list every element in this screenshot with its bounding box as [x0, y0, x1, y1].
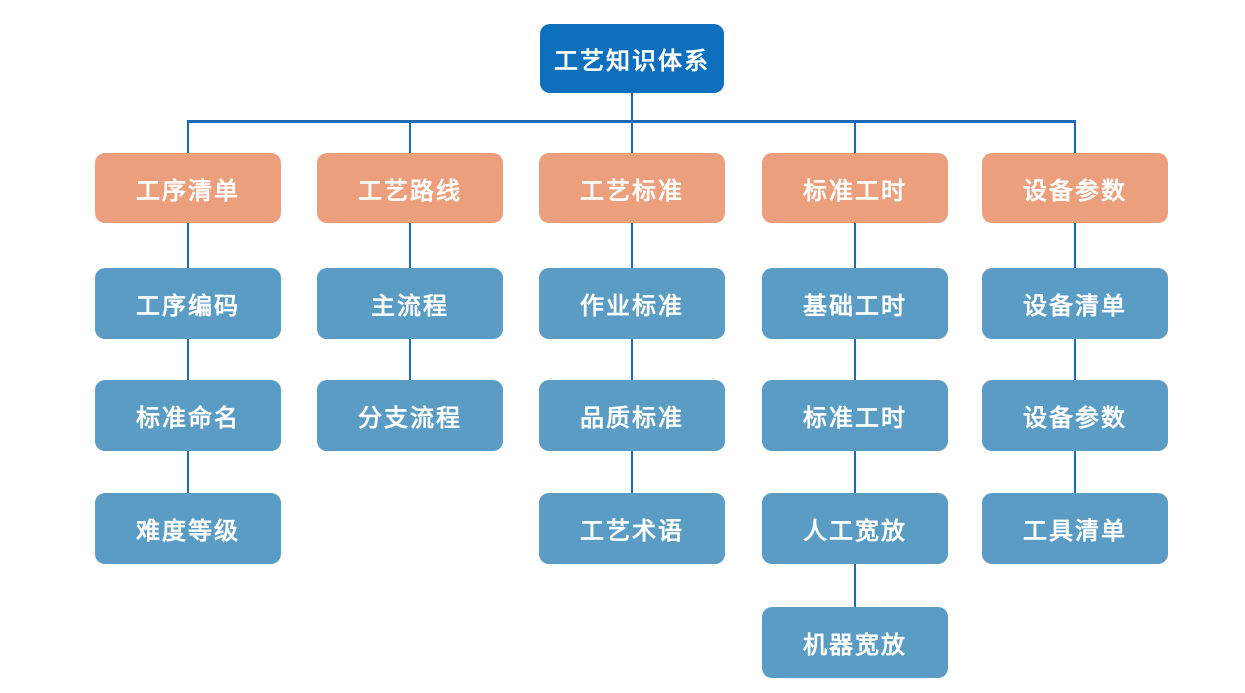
- connector-drop-col5: [1073, 120, 1077, 153]
- node-tool-list: 工具清单: [982, 493, 1168, 564]
- branch-header-equipment-params: 设备参数: [982, 153, 1168, 223]
- connector-line: [853, 339, 857, 380]
- connector-line: [630, 451, 634, 493]
- connector-line: [853, 451, 857, 493]
- node-process-code: 工序编码: [95, 268, 281, 339]
- connector-line: [1073, 451, 1077, 493]
- connector-line: [630, 223, 634, 268]
- connector-line: [853, 223, 857, 268]
- connector-line: [630, 339, 634, 380]
- node-manual-allowance: 人工宽放: [762, 493, 948, 564]
- node-standard-hours: 标准工时: [762, 380, 948, 451]
- connector-root-stem: [630, 93, 634, 153]
- node-standard-naming: 标准命名: [95, 380, 281, 451]
- connector-bus: [188, 120, 1076, 123]
- connector-line: [1073, 339, 1077, 380]
- node-branch-flow: 分支流程: [317, 380, 503, 451]
- node-equipment-list: 设备清单: [982, 268, 1168, 339]
- connector-drop-col4: [853, 120, 857, 153]
- connector-line: [186, 223, 190, 268]
- node-process-terminology: 工艺术语: [539, 493, 725, 564]
- branch-header-process-standard: 工艺标准: [539, 153, 725, 223]
- node-equipment-params: 设备参数: [982, 380, 1168, 451]
- root-node: 工艺知识体系: [540, 24, 724, 93]
- node-main-flow: 主流程: [317, 268, 503, 339]
- node-machine-allowance: 机器宽放: [762, 607, 948, 678]
- connector-line: [408, 339, 412, 380]
- connector-drop-col2: [408, 120, 412, 153]
- connector-line: [853, 564, 857, 607]
- connector-line: [408, 223, 412, 268]
- node-operation-standard: 作业标准: [539, 268, 725, 339]
- branch-header-process-list: 工序清单: [95, 153, 281, 223]
- connector-line: [186, 451, 190, 493]
- connector-drop-col1: [186, 120, 190, 153]
- node-quality-standard: 品质标准: [539, 380, 725, 451]
- node-basic-hours: 基础工时: [762, 268, 948, 339]
- branch-header-standard-hours: 标准工时: [762, 153, 948, 223]
- connector-line: [186, 339, 190, 380]
- branch-header-process-route: 工艺路线: [317, 153, 503, 223]
- node-difficulty-level: 难度等级: [95, 493, 281, 564]
- connector-line: [1073, 223, 1077, 268]
